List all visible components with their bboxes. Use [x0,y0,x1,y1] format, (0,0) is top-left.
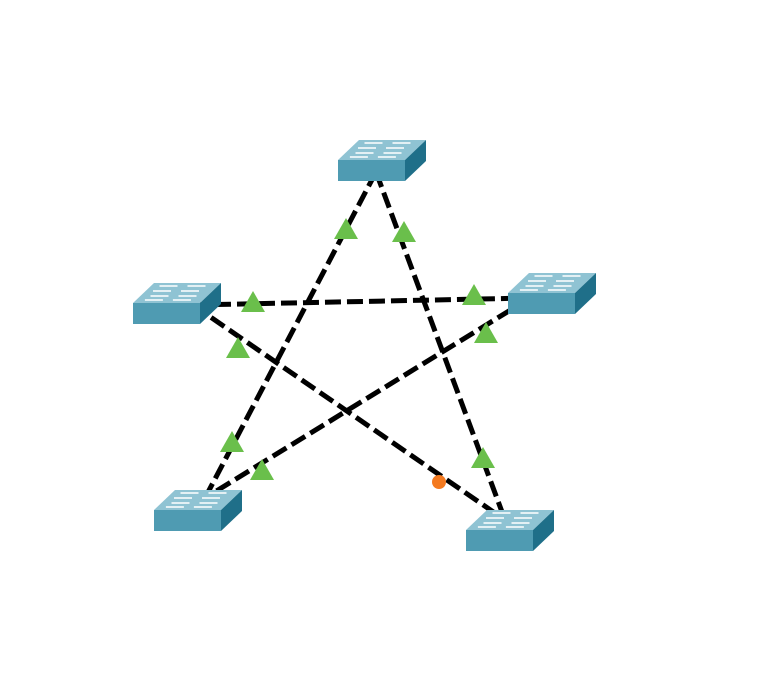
switch-side-face [575,273,596,314]
switch-front-face [508,293,575,314]
switch-front-face [338,160,405,181]
switches-layer [133,140,596,551]
port-blocked-indicator [432,475,446,489]
port-up-indicator [471,447,495,468]
switch-arrows [349,142,411,158]
switch-right-icon[interactable] [508,273,596,314]
switch-side-face [200,283,221,324]
switch-bottom-left-icon[interactable] [154,490,242,531]
switch-front-face [154,510,221,531]
port-up-indicator [226,337,250,358]
switch-arrows [519,275,581,291]
switch-top-icon[interactable] [338,140,426,181]
switch-arrows [477,512,539,528]
link-switch-top-to-switch-bottom-left[interactable] [202,170,379,500]
switch-front-face [466,530,533,551]
switch-top-face [133,283,221,303]
port-up-indicator [241,291,265,312]
ports-layer [220,218,498,489]
switch-bottom-right-icon[interactable] [466,510,554,551]
switch-top-face [466,510,554,530]
switch-arrows [144,285,206,301]
port-up-indicator [250,459,274,480]
switch-side-face [533,510,554,551]
port-up-indicator [474,322,498,343]
switch-side-face [405,140,426,181]
port-up-indicator [462,284,486,305]
switch-left-icon[interactable] [133,283,221,324]
switch-arrows [165,492,227,508]
switch-front-face [133,303,200,324]
switch-top-face [338,140,426,160]
switch-side-face [221,490,242,531]
switch-top-face [508,273,596,293]
port-up-indicator [392,221,416,242]
switch-top-face [154,490,242,510]
port-up-indicator [334,218,358,239]
port-up-indicator [220,431,244,452]
link-switch-left-to-switch-bottom-right[interactable] [191,302,507,523]
